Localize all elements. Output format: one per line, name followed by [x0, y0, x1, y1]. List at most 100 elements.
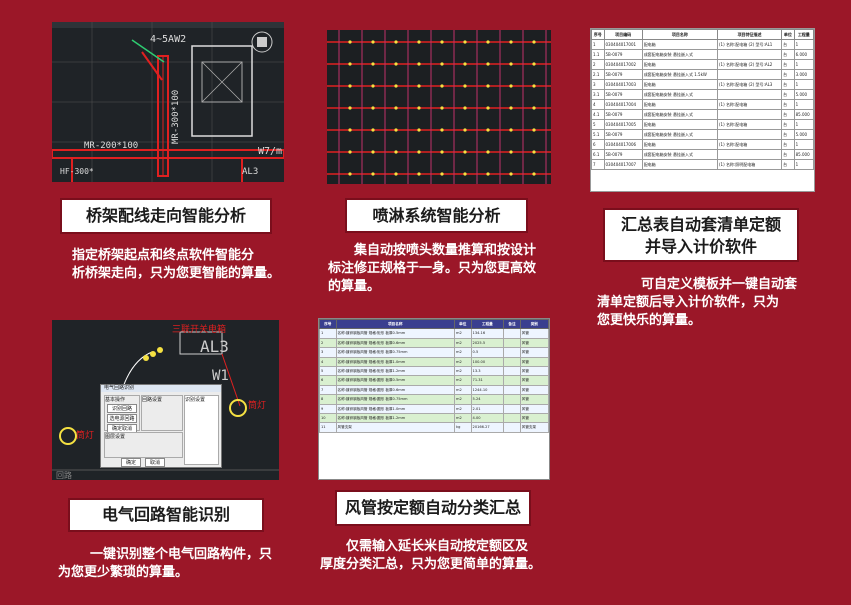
summary-cell: 1	[793, 119, 814, 130]
circuit-desc: 一键识别整个电气回路构件，只 为您更少繁琐的算量。	[58, 546, 298, 582]
duct-cell: 名称:镀锌钢板风管 规格:圆形 板厚0.6mm	[335, 384, 456, 396]
summary-cell: 台	[781, 39, 795, 50]
dialog-group-identify: 识别设置	[184, 395, 219, 465]
summary-cell: 4	[591, 99, 605, 110]
select-source-button[interactable]: 选电源回路	[107, 414, 137, 423]
summary-cell: (1) 名称:配电箱 (2) 型号:AL2	[716, 59, 783, 70]
summary-cell	[716, 109, 783, 120]
sprinkler-head	[532, 172, 536, 176]
duct-cell	[503, 347, 521, 358]
summary-cell: 配电箱	[641, 59, 719, 70]
duct-cell: 9	[319, 403, 337, 415]
summary-cell: 配电箱	[641, 139, 719, 150]
duct-cell	[503, 403, 521, 415]
summary-header-cell: 工程量	[793, 29, 814, 40]
dialog-group-layer: 图层设置	[104, 432, 183, 458]
duct-header-cell: 备注	[503, 319, 521, 330]
summary-cell	[716, 49, 783, 60]
summary-cell: 3.000	[793, 69, 814, 80]
dialog-group-identify-label: 识别设置	[185, 397, 206, 403]
dialog-cancel-button[interactable]: 取消	[145, 458, 165, 467]
summary-header-cell: 项目编码	[603, 29, 643, 40]
dialog-group-circuit-label: 回路设置	[142, 397, 163, 403]
duct-cell	[503, 394, 521, 405]
duct-cell: 风管	[519, 403, 549, 415]
dialog-ok-button[interactable]: 确定	[121, 458, 141, 467]
sprinkler-head	[486, 84, 490, 88]
sprinkler-head	[348, 106, 352, 110]
duct-cell: 4	[319, 356, 337, 368]
duct-cell: 风管	[519, 394, 549, 405]
circuit-label-b: AL3	[200, 337, 229, 356]
duct-cell: 名称:镀锌钢板风管 规格:圆形 板厚0.5mm	[335, 375, 456, 386]
duct-cell: 100.00	[470, 356, 505, 368]
summary-cell: 85.000	[793, 109, 814, 120]
sprinkler-head	[509, 172, 513, 176]
summary-desc-line-1: 可自定义模板并一键自动套	[641, 277, 798, 292]
sprinkler-head	[509, 62, 513, 66]
duct-cell: 名称:镀锌钢板风管 规格:矩形 板厚0.6mm	[335, 337, 456, 349]
summary-cell: 5B-0079	[603, 89, 643, 100]
sprinkler-head	[486, 106, 490, 110]
summary-cell: 台	[781, 79, 795, 90]
duct-header-cell: 类别	[519, 319, 549, 330]
sprinkler-head	[509, 40, 513, 44]
sprinkler-head	[417, 172, 421, 176]
sprinkler-head	[440, 128, 444, 132]
summary-title-line-1: 汇总表自动套清单定额	[620, 215, 781, 234]
sprinkler-head	[532, 150, 536, 154]
sprinkler-desc-line-3: 的算量。	[328, 279, 381, 294]
sprinkler-head	[394, 62, 398, 66]
summary-header-cell: 项目名称	[641, 29, 719, 40]
sprinkler-title: 喷淋系统智能分析	[345, 198, 528, 233]
duct-title: 风管按定额自动分类汇总	[335, 490, 531, 526]
duct-cell: 0.5	[470, 347, 505, 358]
duct-cell: m2	[454, 394, 472, 405]
sprinkler-head	[463, 150, 467, 154]
summary-cell: 1.1	[591, 49, 605, 60]
summary-cell: 6.1	[591, 149, 605, 160]
identify-button[interactable]: 识别回路	[107, 404, 137, 413]
summary-cell: 配电箱	[641, 39, 719, 50]
duct-desc-line-1: 仅需输入延长米自动按定额区及	[346, 539, 529, 554]
sprinkler-head	[417, 150, 421, 154]
duct-header-cell: 单位	[454, 319, 472, 330]
duct-cell: 7	[319, 384, 337, 396]
summary-cell: 5	[591, 119, 605, 130]
duct-cell: 10	[319, 413, 337, 424]
sprinkler-head	[371, 150, 375, 154]
duct-cell: 2	[319, 337, 337, 349]
summary-cell: (1) 名称:配电箱	[716, 139, 783, 150]
sprinkler-head	[394, 84, 398, 88]
sprinkler-head	[532, 128, 536, 132]
sprinkler-head	[394, 106, 398, 110]
duct-cell	[503, 366, 521, 377]
circuit-dialog: 电气回路识别 基本操作 识别回路 选电源回路 确定取消 回路设置 识别设置 图层…	[100, 384, 222, 468]
circuit-desc-line-1: 一键识别整个电气回路构件，只	[90, 547, 273, 562]
sprinkler-desc-line-1: 集自动按喷头数量推算和按设计	[354, 243, 537, 258]
summary-cell: 6	[591, 139, 605, 150]
summary-cell: 成套配电箱安装 悬挂嵌入式	[641, 49, 719, 60]
summary-cell: 1	[793, 79, 814, 90]
summary-cell: 5B-0079	[603, 49, 643, 60]
duct-cell	[503, 337, 521, 349]
summary-cell: 台	[781, 149, 795, 160]
duct-cell: 名称:镀锌钢板风管 规格:圆形 板厚0.75mm	[335, 394, 456, 405]
summary-desc-line-2: 清单定额后导入计价软件，只为	[597, 295, 780, 310]
summary-cell: 台	[781, 99, 795, 110]
duct-cell: m2	[454, 347, 472, 358]
duct-cell: 名称:镀锌钢板风管 规格:矩形 板厚1.2mm	[335, 366, 456, 377]
sprinkler-head	[509, 128, 513, 132]
sprinkler-head	[371, 172, 375, 176]
summary-cell: 5.000	[793, 129, 814, 140]
summary-header-cell: 项目特征描述	[716, 29, 783, 40]
summary-cell: 030404017006	[603, 139, 643, 150]
duct-cell: m2	[454, 328, 472, 339]
